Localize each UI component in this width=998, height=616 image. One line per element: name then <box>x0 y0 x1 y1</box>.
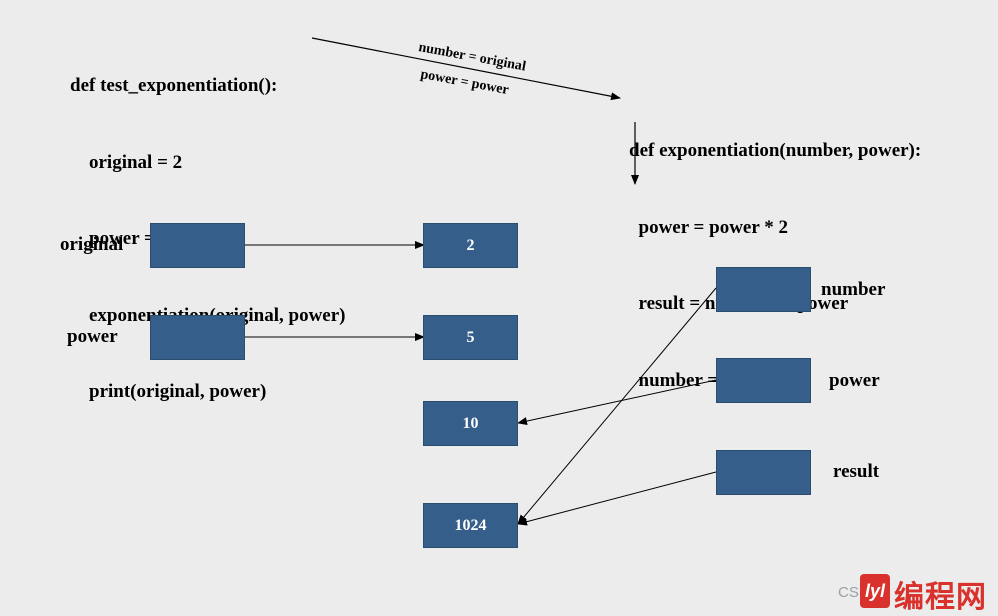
caller-code-line: def test_exponentiation(): <box>70 75 278 96</box>
value-box-2: 2 <box>423 223 518 268</box>
arrow-number-to-1024 <box>517 287 717 525</box>
variable-box-original <box>150 223 245 268</box>
value-box-5: 5 <box>423 315 518 360</box>
call-arrow <box>311 37 621 101</box>
caller-code-line: original = 2 <box>70 151 183 173</box>
variable-label-power-local: power <box>829 370 880 391</box>
variable-box-result <box>716 450 811 495</box>
variable-label-result: result <box>833 461 880 482</box>
callee-code-line: def exponentiation(number, power): <box>629 140 922 161</box>
arrow-power-to-10 <box>517 379 717 425</box>
variable-box-power <box>150 315 245 360</box>
variable-box-number <box>716 267 811 312</box>
arrow-result-to-1024 <box>517 471 717 526</box>
value-box-1024: 1024 <box>423 503 518 548</box>
variable-label-number: number <box>821 279 886 300</box>
value-box-10: 10 <box>423 401 518 446</box>
watermark-prefix: CS <box>838 584 859 601</box>
variable-label-original: original <box>60 234 124 255</box>
watermark-logo-icon: lyl <box>860 574 890 608</box>
variable-label-power: power <box>67 326 118 347</box>
watermark-site-name: 编程网 <box>894 580 987 615</box>
callee-code-line: power = power * 2 <box>629 216 788 238</box>
variable-box-power-local <box>716 358 811 403</box>
watermark: CS lyl 编程网 <box>838 570 996 615</box>
caller-code-line: print(original, power) <box>70 381 267 402</box>
